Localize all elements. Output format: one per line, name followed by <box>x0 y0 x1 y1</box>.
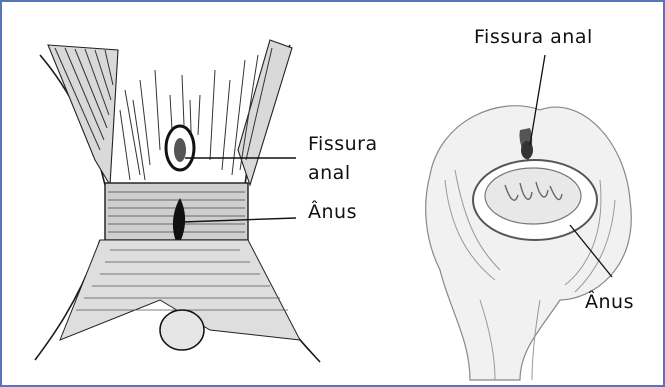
label-fissura-anal-right: Fissura anal <box>474 24 593 50</box>
label-anus-right: Ânus <box>585 289 634 315</box>
